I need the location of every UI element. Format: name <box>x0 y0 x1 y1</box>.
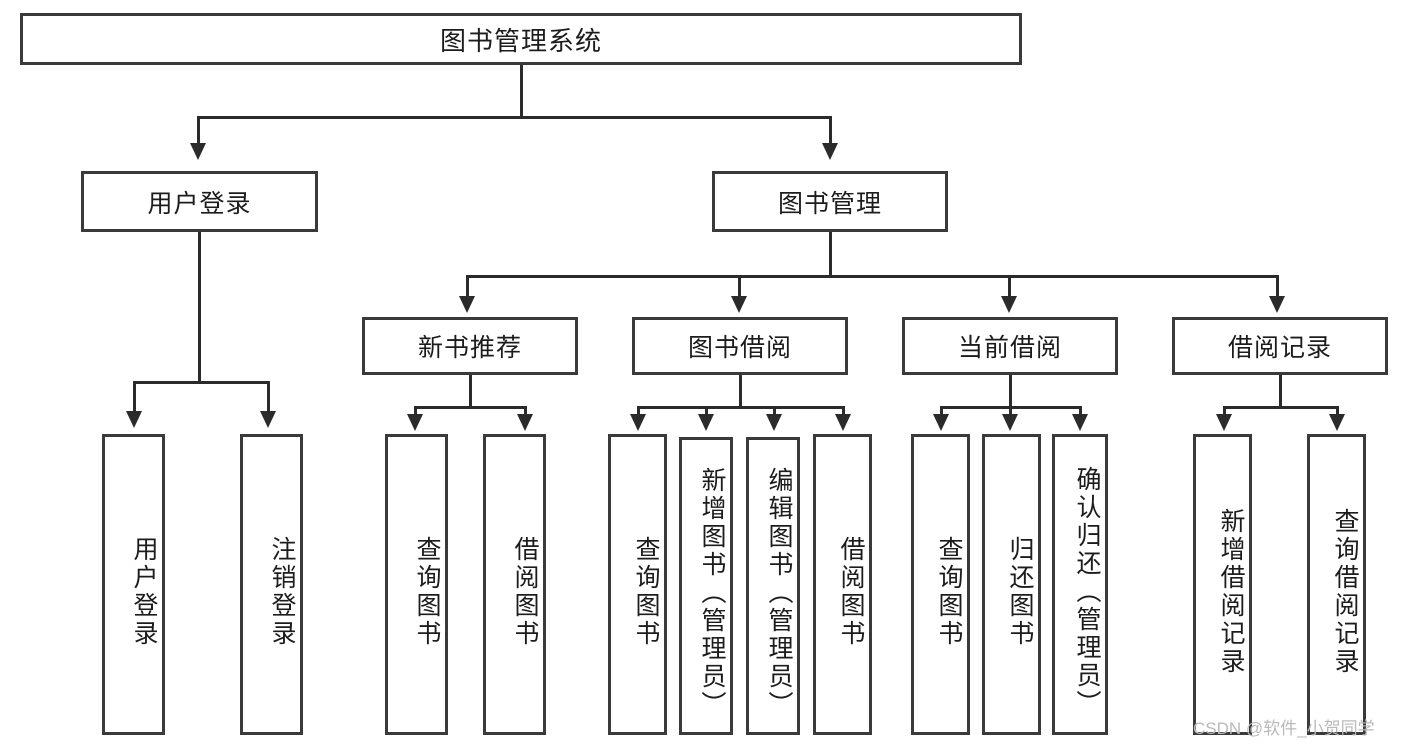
connector-bookmgmt-drop-3 <box>1008 275 1011 297</box>
connector-bookborrow-drop-1 <box>637 406 640 416</box>
node-label: 查询图书 <box>935 535 963 648</box>
node-borrow-record[interactable]: 借阅记录 <box>1172 317 1388 375</box>
connector-bookborrow-bus <box>637 406 845 409</box>
connector-currentborrow-drop-1 <box>940 406 943 416</box>
arrowhead-bookmgmt-child-2 <box>731 296 747 313</box>
leaf-borrowrecord-query-record[interactable]: 查询借阅记录 <box>1307 434 1366 735</box>
leaf-currentborrow-return-book[interactable]: 归还图书 <box>982 434 1041 735</box>
node-new-book-recommend[interactable]: 新书推荐 <box>362 317 578 375</box>
leaf-logout[interactable]: 注销登录 <box>240 434 303 735</box>
leaf-borrowrecord-add-record[interactable]: 新增借阅记录 <box>1193 434 1252 735</box>
node-label: 用户登录 <box>130 535 158 648</box>
arrowhead-borrowrecord-leaf-1 <box>1216 414 1232 431</box>
leaf-currentborrow-query-book[interactable]: 查询图书 <box>911 434 970 735</box>
node-label: 新增借阅记录 <box>1217 507 1245 676</box>
connector-bookmgmt-drop-4 <box>1276 275 1279 297</box>
arrowhead-bookborrow-leaf-1 <box>630 414 646 431</box>
leaf-bookborrow-borrow-book[interactable]: 借阅图书 <box>813 434 872 735</box>
connector-root-stem <box>520 65 523 116</box>
connector-newbook-bus <box>414 406 527 409</box>
node-label: 图书管理 <box>777 189 882 218</box>
connector-bookborrow-drop-4 <box>842 406 845 416</box>
arrowhead-currentborrow-leaf-1 <box>933 414 949 431</box>
arrowhead-borrowrecord-leaf-2 <box>1329 414 1345 431</box>
connector-newbook-stem <box>469 375 472 409</box>
connector-borrowrecord-stem <box>1279 375 1282 409</box>
node-book-management[interactable]: 图书管理 <box>712 171 948 232</box>
node-user-login[interactable]: 用户登录 <box>81 171 318 232</box>
connector-userlogin-drop-2 <box>267 381 270 412</box>
leaf-newbook-borrow-book[interactable]: 借阅图书 <box>483 434 546 735</box>
leaf-bookborrow-edit-book-admin[interactable]: 编辑图书（管理员） <box>746 437 800 735</box>
connector-bookmgmt-drop-1 <box>466 275 469 297</box>
connector-borrowrecord-drop-2 <box>1336 406 1339 416</box>
arrowhead-bookmgmt-child-3 <box>1001 296 1017 313</box>
node-label: 注销登录 <box>268 535 296 648</box>
connector-bookborrow-stem <box>739 375 742 409</box>
node-label: 归还图书 <box>1006 535 1034 648</box>
arrowhead-userlogin-leaf-1 <box>126 411 142 428</box>
node-label: 查询图书 <box>413 535 441 648</box>
leaf-currentborrow-confirm-return-admin[interactable]: 确认归还（管理员） <box>1052 434 1108 735</box>
connector-root-to-userlogin <box>197 116 200 144</box>
connector-bookmgmt-drop-2 <box>738 275 741 297</box>
connector-bookborrow-drop-3 <box>773 406 776 416</box>
node-label: 确认归还（管理员） <box>1073 465 1101 718</box>
arrowhead-newbook-leaf-1 <box>407 414 423 431</box>
connector-userlogin-drop-1 <box>133 381 136 412</box>
arrowhead-root-to-userlogin <box>190 143 206 160</box>
node-book-borrow[interactable]: 图书借阅 <box>632 317 848 375</box>
leaf-newbook-query-book[interactable]: 查询图书 <box>385 434 448 735</box>
node-label: 新书推荐 <box>417 334 522 362</box>
connector-userlogin-bus <box>133 381 270 384</box>
connector-newbook-drop-1 <box>414 406 417 416</box>
connector-currentborrow-drop-3 <box>1079 406 1082 416</box>
node-label: 查询图书 <box>632 535 660 648</box>
node-label: 用户登录 <box>147 189 252 218</box>
node-label: 图书管理系统 <box>439 25 602 56</box>
arrowhead-bookborrow-leaf-2 <box>698 414 714 431</box>
connector-borrowrecord-bus <box>1223 406 1339 409</box>
node-label: 查询借阅记录 <box>1331 507 1359 676</box>
arrowhead-bookmgmt-child-4 <box>1269 296 1285 313</box>
node-label: 借阅图书 <box>511 535 539 648</box>
node-label: 编辑图书（管理员） <box>765 467 793 719</box>
arrowhead-newbook-leaf-2 <box>517 414 533 431</box>
connector-bookmgmt-bus <box>466 275 1279 278</box>
connector-bookborrow-drop-2 <box>705 406 708 416</box>
connector-bookmgmt-stem <box>829 232 832 278</box>
node-current-borrow[interactable]: 当前借阅 <box>902 317 1118 375</box>
node-root-system[interactable]: 图书管理系统 <box>20 13 1022 65</box>
arrowhead-bookmgmt-child-1 <box>459 296 475 313</box>
connector-currentborrow-stem <box>1009 375 1012 409</box>
arrowhead-userlogin-leaf-2 <box>260 411 276 428</box>
connector-newbook-drop-2 <box>524 406 527 416</box>
connector-root-to-bookmgmt <box>829 116 832 144</box>
connector-root-bus <box>197 116 832 119</box>
arrowhead-root-to-bookmgmt <box>822 143 838 160</box>
arrowhead-bookborrow-leaf-3 <box>766 414 782 431</box>
connector-userlogin-stem <box>198 232 201 384</box>
node-label: 借阅图书 <box>837 535 865 648</box>
arrowhead-currentborrow-leaf-3 <box>1072 414 1088 431</box>
arrowhead-bookborrow-leaf-4 <box>835 414 851 431</box>
node-label: 新增图书（管理员） <box>698 467 726 719</box>
arrowhead-currentborrow-leaf-2 <box>1002 414 1018 431</box>
node-label: 图书借阅 <box>687 334 792 362</box>
leaf-bookborrow-add-book-admin[interactable]: 新增图书（管理员） <box>679 437 733 735</box>
connector-currentborrow-drop-2 <box>1009 406 1012 416</box>
node-label: 借阅记录 <box>1227 334 1332 362</box>
leaf-bookborrow-query-book[interactable]: 查询图书 <box>608 434 667 735</box>
leaf-user-login[interactable]: 用户登录 <box>102 434 165 735</box>
connector-borrowrecord-drop-1 <box>1223 406 1226 416</box>
node-label: 当前借阅 <box>957 334 1062 362</box>
